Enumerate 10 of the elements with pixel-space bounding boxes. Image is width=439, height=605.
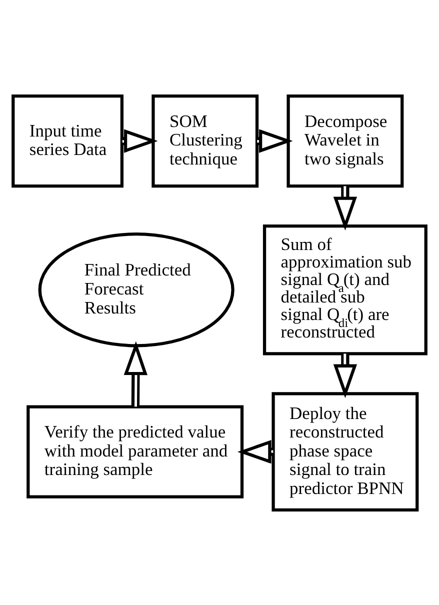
node-box: SOM Clustering technique [152, 94, 259, 188]
arrow [124, 340, 148, 406]
node-box: Verify the predicted value with model parameter and training sample [26, 404, 244, 498]
node-ellipse: Final Predicted Forecast Results [38, 232, 234, 347]
node-box: Decompose Wavelet in two signals [286, 94, 404, 188]
arrow [333, 353, 358, 398]
node-box: Sum of approximation sub signal Q$_{a}$(t) and detailed sub signal Q$_{di}$(t) are reconstructed [262, 224, 428, 355]
node-box: Deploy the reconstructed phase space signal to train predictor BPNN [272, 392, 419, 512]
node-box: Input time series Data [12, 94, 124, 188]
arrow [333, 186, 358, 230]
